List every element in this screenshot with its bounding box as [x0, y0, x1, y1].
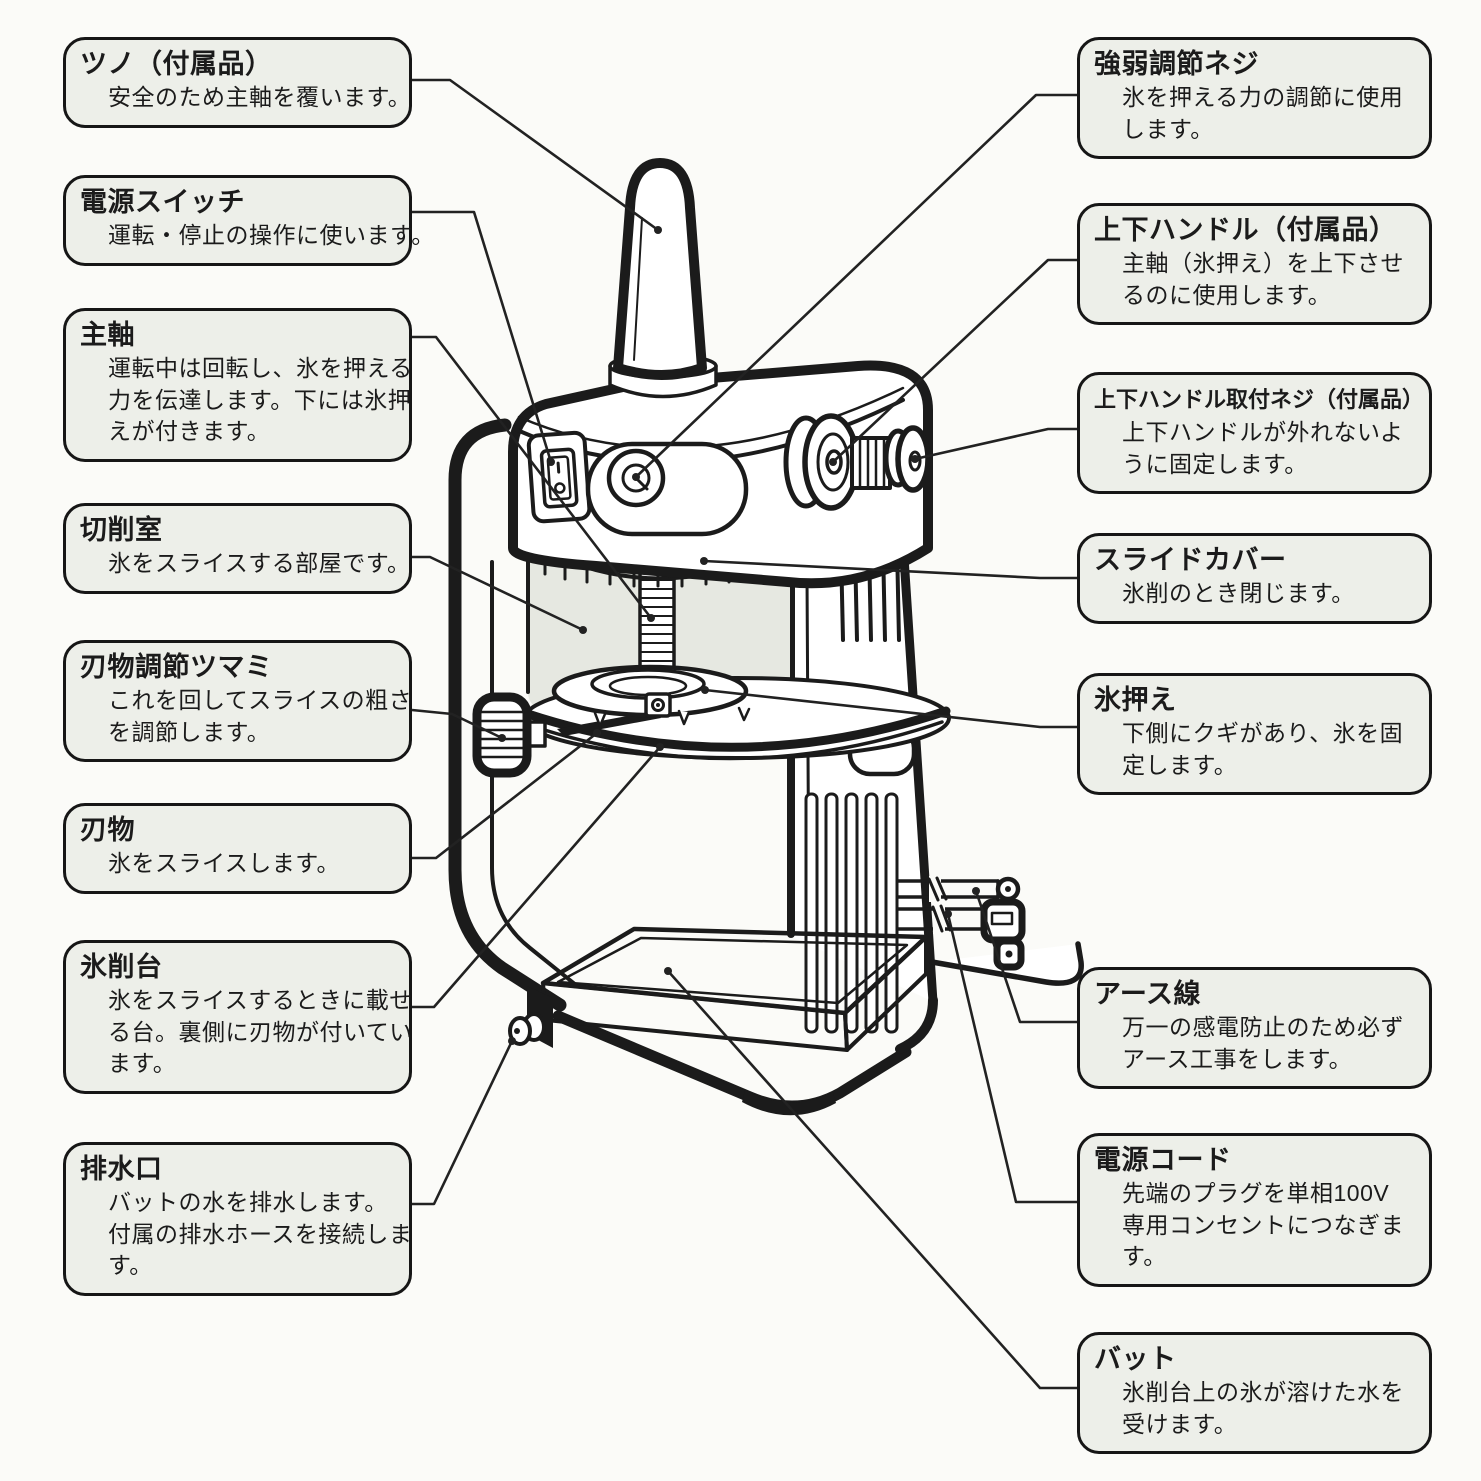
- label-title: 切削室: [80, 515, 163, 545]
- label-desc-line: バットの水を排水します。: [108, 1189, 388, 1215]
- label-desc-line: 氷削のとき閉じます。: [1122, 580, 1355, 606]
- label-power-cord: 電源コード 先端のプラグを単相100V 専用コンセントにつなぎま す。: [1077, 1133, 1432, 1287]
- leader-shaft: [410, 335, 653, 619]
- label-title: 上下ハンドル（付属品）: [1094, 215, 1397, 245]
- leader-handle: [832, 258, 1077, 463]
- leader-handle-screw: [914, 427, 1077, 461]
- leader-table: [412, 746, 661, 1009]
- label-desc-line: 専用コンセントにつなぎま: [1122, 1211, 1404, 1238]
- label-desc-line: 氷をスライスする部屋です。: [108, 550, 411, 576]
- label-title: 氷押え: [1094, 685, 1177, 715]
- label-desc-line: 氷をスライスするときに載せ: [108, 987, 413, 1013]
- label-desc-line: 安全のため主軸を覆います。: [108, 84, 412, 110]
- label-bat-tray: バット 氷削台上の氷が溶けた水を 受けます。: [1077, 1332, 1432, 1454]
- label-desc-line: 主軸（氷押え）を上下させ: [1122, 250, 1404, 276]
- leader-lines: [410, 78, 1077, 1390]
- label-title: ツノ（付属品）: [80, 49, 273, 79]
- label-shaving-table: 氷削台 氷をスライスするときに載せ る台。裏側に刃物が付いてい ます。: [63, 940, 412, 1094]
- ground-wire: [896, 876, 1021, 902]
- switch-off-mark: [554, 482, 566, 494]
- label-title: バット: [1094, 1344, 1177, 1374]
- label-power-switch: 電源スイッチ 運転・停止の操作に使います。: [63, 175, 435, 266]
- horn-tsuno: [613, 158, 707, 380]
- label-title: 氷削台: [80, 952, 163, 982]
- ice-presser: [551, 664, 751, 728]
- power-cord: [896, 898, 1026, 971]
- label-ground-wire: アース線 万一の感電防止のため必ず アース工事をします。: [1077, 967, 1432, 1089]
- label-desc-line: 付属の排水ホースを接続しま: [108, 1220, 413, 1247]
- label-title: 刃物: [80, 815, 135, 845]
- label-desc-line: るのに使用します。: [1122, 281, 1332, 308]
- label-desc-line: す。: [1122, 1243, 1167, 1269]
- blade: [557, 711, 661, 736]
- label-desc-line: 万一の感電防止のため必ず: [1122, 1014, 1404, 1040]
- label-cutting-chamber: 切削室 氷をスライスする部屋です。: [63, 503, 412, 594]
- label-desc-line: 上下ハンドルが外れないよ: [1122, 419, 1404, 445]
- label-desc-line: アース工事をします。: [1122, 1045, 1353, 1072]
- leader-switch: [412, 210, 553, 463]
- label-title: 強弱調節ネジ: [1094, 49, 1259, 79]
- label-tsuno: ツノ（付属品） 安全のため主軸を覆います。: [63, 37, 412, 128]
- leader-cord: [946, 913, 1077, 1204]
- label-desc-line: うに固定します。: [1122, 450, 1308, 477]
- vent-slats-lower: [804, 792, 899, 1034]
- leader-blade-knob: [411, 708, 503, 740]
- switch-on-mark: [556, 461, 561, 474]
- label-blade-adjust-knob: 刃物調節ツマミ これを回してスライスの粗さ を調節します。: [63, 640, 412, 762]
- label-desc-line: る台。裏側に刃物が付いてい: [108, 1018, 413, 1045]
- presser-spikes: [593, 706, 751, 728]
- label-desc-line: えが付きます。: [108, 418, 271, 444]
- label-desc-line: 氷を押える力の調節に使用: [1122, 84, 1404, 110]
- label-title: スライドカバー: [1094, 545, 1287, 575]
- label-main-shaft: 主軸 運転中は回転し、氷を押える 力を伝達します。下には氷押 えが付きます。: [63, 308, 412, 462]
- leader-slide-cover: [703, 559, 1077, 580]
- label-desc-line: 先端のプラグを単相100V: [1122, 1180, 1390, 1206]
- label-desc-line: 定します。: [1122, 751, 1238, 778]
- base: [552, 995, 938, 1116]
- label-desc-line: 運転中は回転し、氷を押える: [108, 355, 413, 381]
- label-title: 上下ハンドル取付ネジ（付属品）: [1094, 387, 1425, 412]
- label-desc-line: 下側にクギがあり、氷を固: [1122, 720, 1404, 746]
- label-title: 刃物調節ツマミ: [80, 652, 273, 682]
- label-desc-line: 氷削台上の氷が溶けた水を: [1122, 1379, 1404, 1405]
- label-desc-line: を調節します。: [108, 718, 271, 745]
- label-blade: 刃物 氷をスライスします。: [63, 803, 412, 894]
- label-strength-adjust-screw: 強弱調節ネジ 氷を押える力の調節に使用 します。: [1077, 37, 1432, 159]
- label-title: 電源コード: [1094, 1145, 1232, 1175]
- handle-mount-screw: [883, 425, 931, 493]
- leader-chamber: [410, 555, 584, 632]
- label-desc-line: 受けます。: [1122, 1410, 1238, 1437]
- label-desc-line: 運転・停止の操作に使います。: [108, 222, 435, 248]
- label-title: 排水口: [80, 1154, 163, 1184]
- label-desc-line: これを回してスライスの粗さ: [108, 687, 413, 713]
- label-desc-line: す。: [108, 1252, 153, 1278]
- leader-drain: [412, 1040, 514, 1206]
- label-title: アース線: [1094, 979, 1202, 1009]
- leader-tsuno: [412, 78, 659, 232]
- label-desc-line: 氷をスライスします。: [108, 850, 341, 876]
- label-handle-mount-screw: 上下ハンドル取付ネジ（付属品） 上下ハンドルが外れないよ うに固定します。: [1077, 372, 1432, 494]
- leader-ground: [974, 890, 1077, 1024]
- label-desc-line: します。: [1122, 115, 1214, 142]
- label-ice-presser: 氷押え 下側にクギがあり、氷を固 定します。: [1077, 673, 1432, 795]
- drain-port: [508, 986, 553, 1048]
- leader-blade: [412, 731, 598, 860]
- label-updown-handle: 上下ハンドル（付属品） 主軸（氷押え）を上下させ るのに使用します。: [1077, 203, 1432, 325]
- label-drain-port: 排水口 バットの水を排水します。 付属の排水ホースを接続しま す。: [63, 1142, 412, 1296]
- label-title: 主軸: [80, 320, 135, 350]
- power-switch: [526, 430, 592, 524]
- leader-presser: [704, 688, 1077, 729]
- label-desc-line: 力を伝達します。下には氷押: [108, 386, 412, 413]
- leader-bat: [667, 970, 1077, 1390]
- leader-adjust-screw: [635, 93, 1077, 478]
- strength-adjust-screw: [585, 441, 749, 537]
- label-title: 電源スイッチ: [80, 187, 245, 217]
- label-desc-line: ます。: [108, 1050, 177, 1076]
- power-plug: [980, 898, 1026, 971]
- label-slide-cover: スライドカバー 氷削のとき閉じます。: [1077, 533, 1432, 624]
